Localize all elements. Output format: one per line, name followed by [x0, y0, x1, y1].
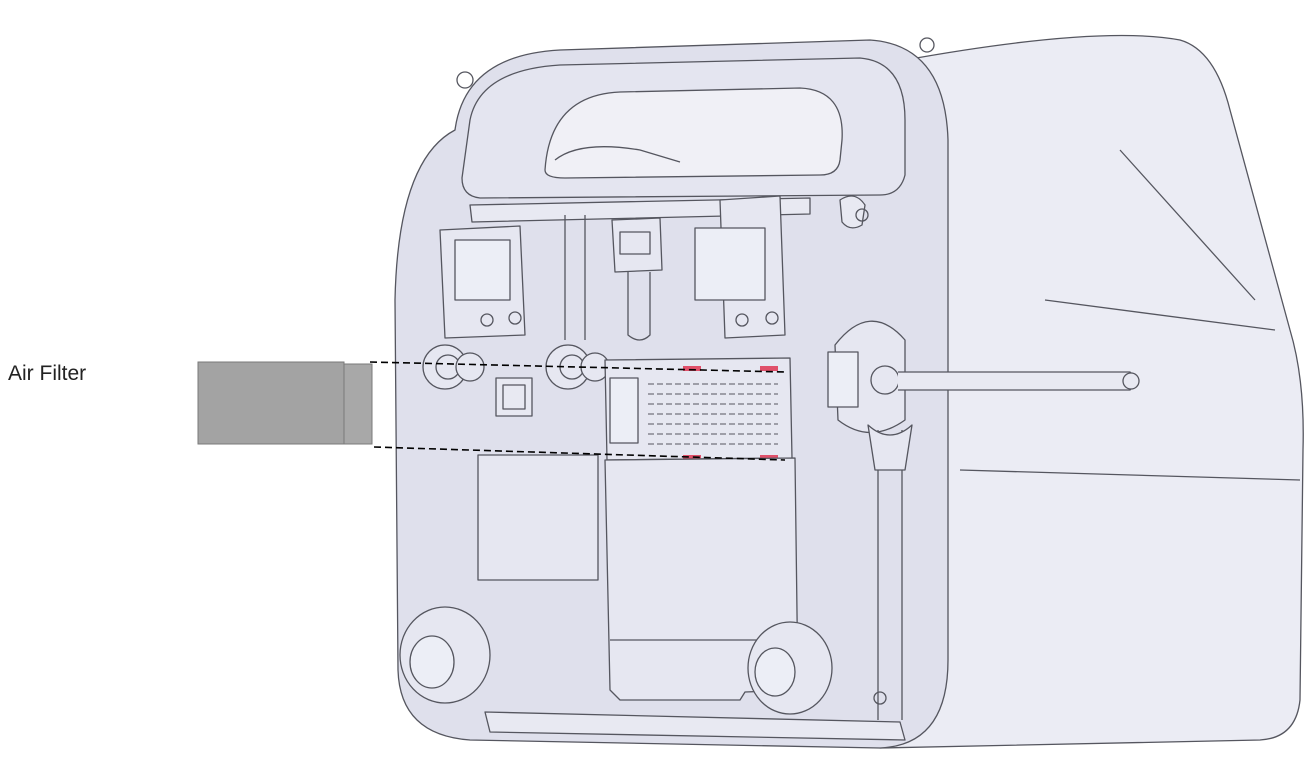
small-switch: [495, 377, 533, 417]
vertical-rail: [877, 430, 903, 720]
gland-clamp: [827, 351, 859, 408]
base-skid: [484, 711, 906, 741]
small-switch-inner: [502, 384, 526, 410]
air-filter-cartridge: [197, 361, 373, 445]
foot-left: [399, 606, 491, 704]
right-bracket-plate: [694, 227, 766, 301]
side-screw-low: [873, 691, 887, 705]
pole-rod: [898, 371, 1136, 391]
gland-nut: [870, 365, 900, 395]
filter-grille: [648, 383, 778, 445]
panel-screw-top: [855, 208, 869, 222]
device-side-panel: [879, 34, 1304, 749]
handle-screw-left: [456, 71, 474, 89]
clip-top-left: [683, 366, 701, 371]
handle-screw-right: [919, 37, 935, 53]
insertion-guide-lines: [369, 361, 786, 461]
clip-bottom-right: [760, 455, 778, 460]
foot-right: [747, 621, 833, 715]
side-panel-seam: [1119, 149, 1256, 301]
center-latch-slot: [619, 231, 651, 255]
label-panel: [477, 454, 599, 581]
vertical-tube-center: [627, 272, 651, 341]
right-bracket-screw-1: [735, 313, 749, 327]
side-panel-seam-2: [959, 299, 1301, 481]
left-bracket-plate: [454, 239, 511, 301]
side-knob: [839, 195, 866, 229]
right-bracket-screw-2: [765, 311, 779, 325]
guide-line-bottom: [373, 446, 786, 461]
air-filter-label: Air Filter: [8, 362, 87, 385]
guide-line-top: [369, 361, 786, 373]
vertical-rail-guide: [867, 424, 913, 471]
vertical-tube-left: [564, 215, 586, 340]
port-left: [422, 344, 485, 390]
filter-housing-tab: [609, 377, 639, 444]
handle-grip: [554, 146, 681, 163]
clip-top-right: [760, 366, 778, 371]
clip-bottom-left: [683, 455, 701, 460]
left-bracket-screw-2: [508, 311, 522, 325]
pole-rod-end: [1122, 372, 1140, 390]
carry-handle-opening: [544, 87, 843, 179]
left-bracket-screw-1: [480, 313, 494, 327]
